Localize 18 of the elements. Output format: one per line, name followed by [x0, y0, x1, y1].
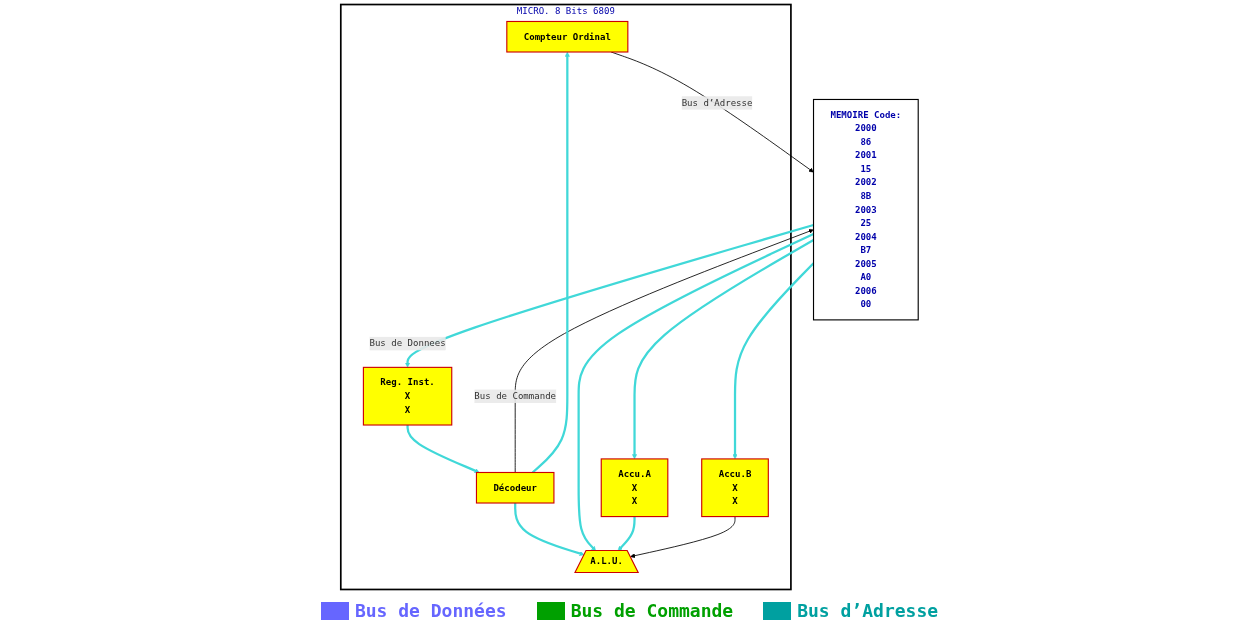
legend-text: Bus de Données — [354, 600, 507, 621]
node-box: Accu.B X X — [701, 458, 769, 518]
node-box: MEMOIRE Code: 2000 86 2001 15 2002 8B 2003 25 2004 B7 2005 A0 2006 00 — [812, 98, 919, 321]
node-box: Accu.A X X — [600, 458, 669, 518]
arrow — [617, 516, 636, 551]
arrow — [531, 51, 570, 474]
edge-label: Bus d’Adresse — [681, 97, 753, 109]
arrow — [514, 503, 585, 556]
arrow — [405, 223, 814, 368]
edge-label: Bus de Donnees — [369, 337, 446, 349]
arrow — [406, 425, 480, 473]
node-box: Décodeur — [475, 471, 555, 504]
legend-text: Bus de Commande — [570, 600, 734, 621]
legend-text: Bus d’Adresse — [797, 600, 939, 621]
edge-label: Bus de Commande — [474, 390, 557, 402]
node-box: Reg. Inst. X X — [362, 366, 453, 426]
arrow — [577, 233, 814, 551]
node-box: Compteur Ordinal — [506, 20, 629, 53]
